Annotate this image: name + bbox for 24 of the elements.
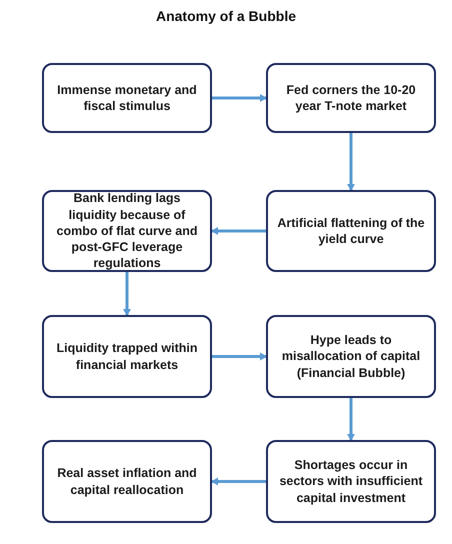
process-box (42, 190, 212, 272)
process-box (42, 315, 212, 398)
arrow (347, 133, 355, 191)
box-text: Fed corners the 10-20 year T-note market (285, 82, 417, 114)
box-text: Bank lending lags liquidity because of combo of flat curve and post-GFC leverage regulations (56, 190, 198, 272)
arrow (211, 478, 266, 486)
diagram-title: Anatomy of a Bubble (154, 8, 297, 24)
process-box (266, 315, 436, 398)
box-text: Artificial flattening of the yield curve (276, 214, 426, 248)
process-box (42, 63, 212, 133)
process-box (42, 440, 212, 523)
box-text: Shortages occur in sectors with insufficient capital investment (278, 457, 424, 506)
arrow (212, 94, 267, 102)
process-box (266, 190, 436, 272)
process-box (266, 440, 436, 523)
box-text: Real asset inflation and capital reallocation (56, 465, 198, 498)
arrow (211, 227, 266, 235)
box-text: Hype leads to misallocation of capital (Financial Bubble) (280, 332, 422, 381)
arrow (212, 352, 267, 360)
box-text: Immense monetary and fiscal stimulus (56, 82, 198, 114)
process-box (266, 63, 436, 133)
arrow (123, 272, 131, 316)
arrow (347, 398, 355, 441)
box-text: Liquidity trapped within financial markets (56, 340, 198, 373)
